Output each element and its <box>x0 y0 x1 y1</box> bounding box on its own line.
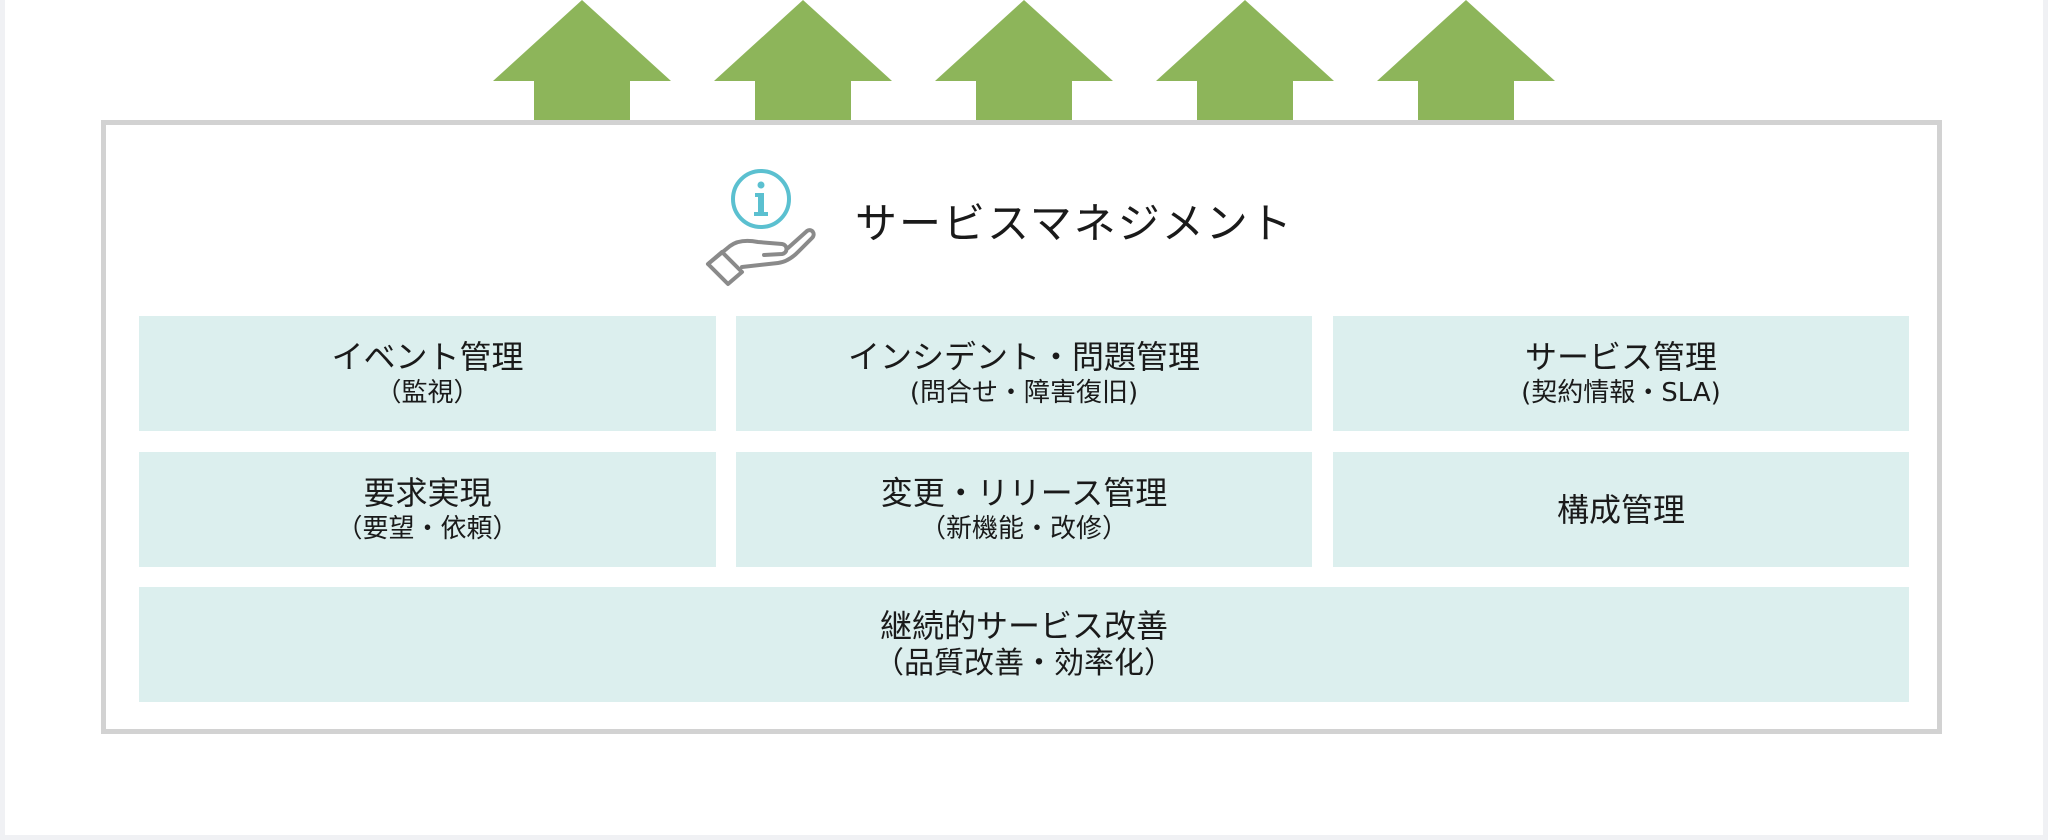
page-title: サービスマネジメント <box>855 199 1294 248</box>
process-detail: (契約情報・SLA) <box>1521 377 1721 408</box>
process-box-request: 要求実現 （要望・依頼） <box>139 452 716 567</box>
process-name: 要求実現 <box>363 473 492 512</box>
process-box-config: 構成管理 <box>1333 452 1909 567</box>
up-arrow-icon <box>493 0 671 120</box>
process-box-event: イベント管理 （監視） <box>139 316 716 431</box>
up-arrow-icon <box>935 0 1113 120</box>
process-box-service: サービス管理 (契約情報・SLA) <box>1333 316 1909 431</box>
process-box-improvement: 継続的サービス改善 （品質改善・効率化） <box>139 587 1909 702</box>
process-name: インシデント・問題管理 <box>847 337 1200 376</box>
up-arrow-icon <box>714 0 892 120</box>
improvement-name: 継続的サービス改善 <box>879 606 1168 645</box>
process-box-incident: インシデント・問題管理 (問合せ・障害復旧) <box>736 316 1312 431</box>
process-name: イベント管理 <box>331 337 524 376</box>
process-name: 構成管理 <box>1556 490 1685 529</box>
process-name: サービス管理 <box>1524 337 1717 376</box>
process-box-change: 変更・リリース管理 （新機能・改修） <box>736 452 1312 567</box>
process-detail: （監視） <box>375 377 480 408</box>
up-arrow-icon <box>1156 0 1334 120</box>
up-arrow-icon <box>1377 0 1555 120</box>
improvement-detail: （品質改善・効率化） <box>874 645 1174 681</box>
process-detail: （新機能・改修） <box>919 513 1128 544</box>
process-name: 変更・リリース管理 <box>880 473 1168 512</box>
process-detail: （要望・依頼） <box>336 513 519 544</box>
process-detail: (問合せ・障害復旧) <box>909 377 1139 408</box>
info-hand-icon <box>706 169 816 286</box>
